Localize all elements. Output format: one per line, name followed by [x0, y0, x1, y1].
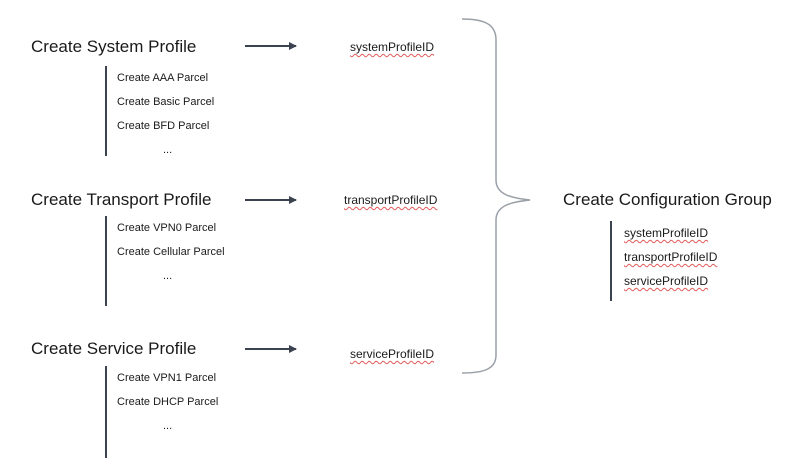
transport-profile-title: Create Transport Profile [31, 190, 212, 209]
system-profile-title: Create System Profile [31, 37, 197, 56]
transport-profile-id-label: transportProfileID [344, 193, 438, 207]
parcel-item: Create VPN0 Parcel [117, 222, 217, 234]
config-group-title: Create Configuration Group [563, 190, 772, 209]
parcel-item: Create BFD Parcel [117, 120, 210, 132]
config-group-item: serviceProfileID [624, 274, 709, 288]
service-parcel-list: Create VPN1 Parcel Create DHCP Parcel ..… [105, 366, 218, 458]
parcel-item: Create AAA Parcel [117, 72, 209, 84]
system-parcel-list: Create AAA Parcel Create Basic Parcel Cr… [105, 66, 214, 156]
parcel-item: Create Cellular Parcel [117, 246, 225, 258]
system-profile-id-label: systemProfileID [350, 40, 435, 54]
parcel-item: Create DHCP Parcel [117, 396, 219, 408]
config-group-item: transportProfileID [624, 250, 718, 264]
config-group-item: systemProfileID [624, 226, 709, 240]
service-profile-title: Create Service Profile [31, 339, 197, 358]
config-group-id-list: systemProfileID transportProfileID servi… [610, 221, 717, 301]
parcel-ellipsis: ... [163, 270, 173, 282]
parcel-item: Create VPN1 Parcel [117, 372, 217, 384]
service-profile-id-label: serviceProfileID [350, 347, 435, 361]
parcel-ellipsis: ... [163, 420, 173, 432]
curly-brace [461, 18, 531, 374]
parcel-item: Create Basic Parcel [117, 96, 215, 108]
transport-parcel-list: Create VPN0 Parcel Create Cellular Parce… [105, 216, 225, 306]
parcel-ellipsis: ... [163, 144, 173, 156]
